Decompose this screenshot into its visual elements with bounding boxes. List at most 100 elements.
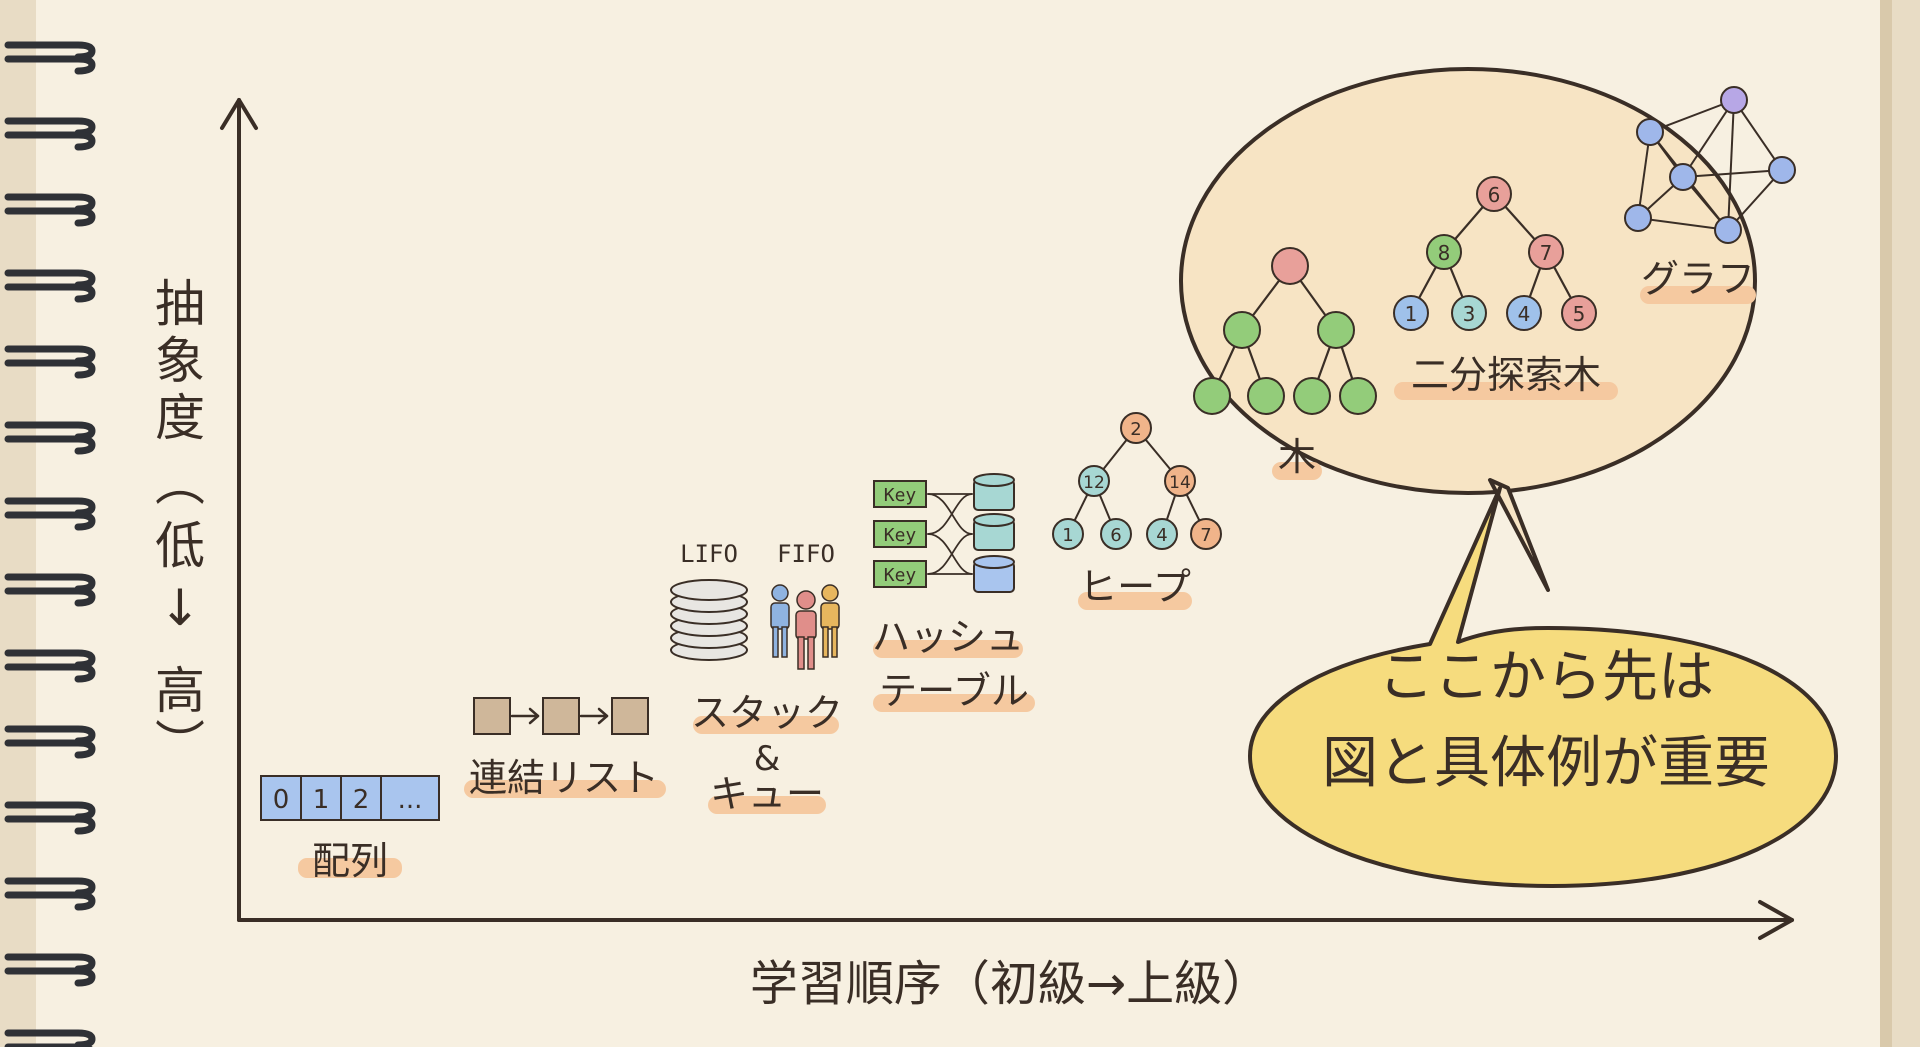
spiral-binding bbox=[4, 41, 96, 1047]
label-highlight bbox=[693, 716, 839, 734]
people-queue-icon bbox=[770, 584, 840, 670]
bst-label: 二分探索木 bbox=[1411, 353, 1601, 397]
binding-ring bbox=[4, 511, 96, 531]
stack-label: スタック bbox=[691, 691, 843, 735]
heap-node bbox=[1120, 412, 1152, 444]
graph-node bbox=[1636, 118, 1664, 146]
stage-linked-list: 連結リスト bbox=[464, 697, 666, 800]
label-highlight bbox=[1394, 382, 1618, 400]
binding-ring bbox=[4, 967, 96, 987]
thought-bubble-tail bbox=[1488, 478, 1550, 592]
tree-node bbox=[1223, 311, 1261, 349]
speech-bubble bbox=[1248, 486, 1838, 888]
list-node bbox=[542, 697, 580, 735]
page-edge-shadow bbox=[1880, 0, 1892, 1047]
y-label-char-7: 高 bbox=[155, 662, 205, 720]
callout-line-2: 図と具体例が重要 bbox=[1322, 731, 1770, 796]
bst-node-text: 1 bbox=[1405, 302, 1418, 326]
emphasis-callout: ここから先は 図と具体例が重要 bbox=[1248, 486, 1838, 888]
array-cell bbox=[300, 775, 342, 821]
array-cell-text: 0 bbox=[273, 785, 290, 815]
tree-node bbox=[1293, 377, 1331, 415]
label-highlight bbox=[708, 796, 826, 814]
binding-ring bbox=[4, 815, 96, 835]
array-cell bbox=[380, 775, 440, 821]
heap-node bbox=[1078, 465, 1110, 497]
bst-node-text: 3 bbox=[1463, 302, 1476, 326]
linked-list-label: 連結リスト bbox=[469, 756, 659, 800]
array-cell-text: 1 bbox=[313, 785, 330, 815]
array-label: 配列 bbox=[312, 839, 388, 883]
label-highlight bbox=[1078, 592, 1192, 610]
graph-node bbox=[1669, 163, 1697, 191]
y-label-char-1: 抽 bbox=[155, 275, 205, 333]
heap-node bbox=[1100, 518, 1132, 550]
array-cell bbox=[340, 775, 382, 821]
binding-ring bbox=[4, 207, 96, 227]
x-axis bbox=[237, 900, 1794, 940]
y-label-char-4: ︵ bbox=[155, 454, 205, 512]
label-highlight bbox=[1272, 462, 1322, 480]
y-label-char-2: 象 bbox=[155, 332, 205, 390]
y-label-char-6: ↓ bbox=[159, 579, 201, 637]
bst-node bbox=[1561, 295, 1597, 331]
bst-node bbox=[1393, 295, 1429, 331]
hash-key-text: Key bbox=[884, 485, 917, 506]
x-axis-label: 学習順序（初級→上級） bbox=[750, 956, 1270, 1012]
stage-tree: 木 bbox=[1193, 247, 1377, 480]
heap-node-text: 12 bbox=[1083, 473, 1105, 493]
heap-node bbox=[1052, 518, 1084, 550]
label-highlight bbox=[1640, 286, 1756, 304]
bst-node bbox=[1426, 234, 1462, 270]
binding-ring bbox=[4, 663, 96, 683]
bst-node-text: 4 bbox=[1518, 302, 1531, 326]
hash-key-text: Key bbox=[884, 565, 917, 586]
tree-node bbox=[1193, 377, 1231, 415]
hash-mapping-arrows bbox=[927, 493, 973, 575]
heap-node-text: 1 bbox=[1062, 525, 1073, 546]
y-axis-label: 抽 象 度 ︵ 低 ↓ 高 ︶ bbox=[155, 275, 205, 774]
heap-label: ヒープ bbox=[1079, 565, 1191, 609]
bst-node-text: 5 bbox=[1573, 302, 1586, 326]
tree-node bbox=[1247, 377, 1285, 415]
label-highlight bbox=[298, 858, 402, 878]
callout-line-1: ここから先は bbox=[1378, 645, 1714, 710]
hash-label-top: ハッシュ bbox=[872, 615, 1024, 659]
list-node bbox=[611, 697, 649, 735]
bst-node-text: 6 bbox=[1488, 183, 1501, 207]
tree-node bbox=[1271, 247, 1309, 285]
stage-bst: 6 8 7 1 3 4 5 二分探索木 bbox=[1393, 176, 1618, 400]
stage-heap: 2 12 14 1 6 4 7 ヒープ bbox=[1052, 412, 1222, 610]
y-label-char-8: ︶ bbox=[155, 716, 205, 774]
binding-ring bbox=[4, 435, 96, 455]
ampersand-label: & bbox=[754, 739, 781, 779]
hash-key-box bbox=[873, 480, 927, 508]
y-label-char-3: 度 bbox=[155, 389, 205, 447]
list-node bbox=[473, 697, 511, 735]
bst-node bbox=[1506, 295, 1542, 331]
tree-node bbox=[1317, 311, 1355, 349]
stage-array: 0 1 2 ... 配列 bbox=[260, 775, 440, 883]
array-cell-text: 2 bbox=[353, 785, 370, 815]
tree-node bbox=[1339, 377, 1377, 415]
y-label-char-5: 低 bbox=[155, 517, 205, 575]
y-axis bbox=[220, 98, 258, 922]
binding-ring bbox=[4, 283, 96, 303]
label-highlight bbox=[873, 640, 1023, 658]
heap-node-text: 6 bbox=[1110, 525, 1121, 546]
binding-ring bbox=[4, 891, 96, 911]
binding-ring bbox=[4, 55, 96, 75]
stage-hash-table: Key Key Key ハッシュ テーブル bbox=[872, 473, 1035, 713]
stage-stack-queue: LIFO FIFO スタック & キュー bbox=[670, 540, 843, 816]
heap-node-text: 2 bbox=[1130, 419, 1141, 440]
stage-graph: グラフ bbox=[1624, 86, 1796, 304]
heap-node bbox=[1190, 518, 1222, 550]
hash-key-text: Key bbox=[884, 525, 917, 546]
graph-node bbox=[1714, 216, 1742, 244]
bst-node bbox=[1476, 176, 1512, 212]
heap-node bbox=[1164, 465, 1196, 497]
heap-node-text: 14 bbox=[1169, 473, 1191, 493]
bst-node-text: 8 bbox=[1438, 241, 1451, 265]
heap-node bbox=[1146, 518, 1178, 550]
